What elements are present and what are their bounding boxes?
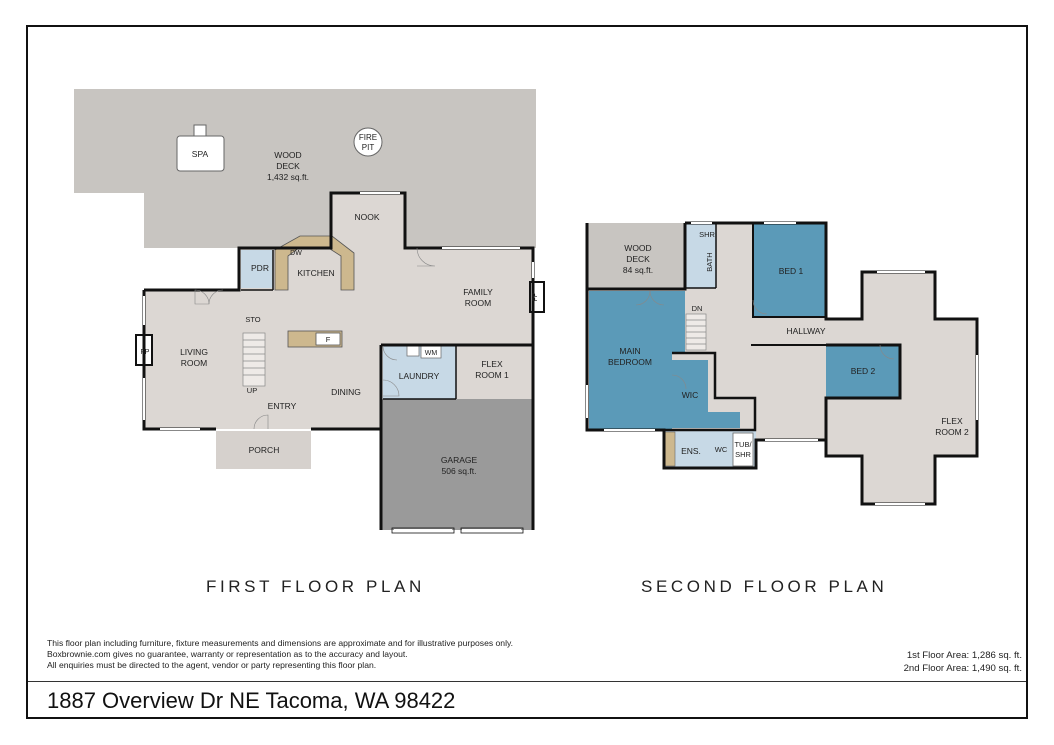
disclaimer: This floor plan including furniture, fix… [47, 638, 513, 671]
first-wood-deck-label: WOOD [274, 150, 301, 160]
second-floor-walls [585, 221, 979, 506]
fire-pit [353, 127, 383, 157]
living-room-label-2: ROOM [181, 358, 207, 368]
hallway-label: HALLWAY [786, 326, 825, 336]
first-floor-plan-title: FIRST FLOOR PLAN [206, 577, 425, 596]
flex-room-1-label-2: ROOM 1 [475, 370, 509, 380]
bath-area [686, 224, 716, 288]
page-frame [26, 25, 1028, 719]
fire-pit-label-2: PIT [362, 143, 375, 152]
wic-label: WIC [682, 390, 699, 400]
flex-room-1-label: FLEX [481, 359, 503, 369]
fridge-label: F [326, 335, 331, 344]
wm-label: WM [425, 350, 438, 357]
pdr-area [241, 250, 273, 288]
second-floor-windows [586, 222, 978, 505]
main-bedroom-area [589, 291, 685, 430]
living-room-label: LIVING [180, 347, 208, 357]
bed-2-area [826, 345, 900, 398]
second-wood-deck-area-label: 84 sq.ft. [623, 265, 653, 275]
second-wood-deck-label: WOOD [624, 243, 651, 253]
shr-label: SHR [699, 230, 715, 239]
first-floor-area-text: 1st Floor Area: 1,286 sq. ft. [906, 650, 1022, 661]
fridge [315, 332, 341, 346]
bath-label: BATH [705, 252, 714, 271]
dw-label: DW [290, 250, 302, 257]
spa-label: SPA [192, 149, 209, 159]
first-floor-windows [143, 192, 534, 531]
tub-shr-label: TUB/ [734, 440, 752, 449]
second-wood-deck-label-2: DECK [626, 254, 650, 264]
dn-label: DN [692, 304, 703, 313]
main-bedroom-label: MAIN [619, 346, 640, 356]
garage-area [381, 399, 533, 530]
bed-1-area [753, 224, 826, 317]
pdr-label: PDR [251, 263, 269, 273]
property-address: 1887 Overview Dr NE Tacoma, WA 98422 [47, 688, 456, 713]
nook-label: NOOK [354, 212, 379, 222]
sto-label: STO [245, 315, 260, 324]
flex-room-2-label: FLEX [941, 416, 963, 426]
kitchen-label: KITCHEN [297, 268, 334, 278]
floor-area-summary: 1st Floor Area: 1,286 sq. ft. 2nd Floor … [904, 649, 1022, 675]
garage-area-label: 506 sq.ft. [442, 466, 477, 476]
bed-2-label: BED 2 [851, 366, 876, 376]
garage-label: GARAGE [441, 455, 478, 465]
family-room-label-2: ROOM [465, 298, 491, 308]
disclaimer-line-2: Boxbrownie.com gives no guarantee, warra… [47, 649, 408, 659]
laundry-label: LAUNDRY [399, 371, 440, 381]
porch-label: PORCH [249, 445, 280, 455]
wic-area [672, 360, 740, 428]
fp-right-label: FP [532, 292, 539, 301]
wc-label: WC [715, 445, 728, 454]
up-label: UP [247, 386, 257, 395]
second-stairs [685, 313, 707, 351]
first-wood-deck-area [74, 89, 536, 248]
family-room-label: FAMILY [463, 287, 493, 297]
entry-label: ENTRY [268, 401, 297, 411]
first-wood-deck-area-label: 1,432 sq.ft. [267, 172, 309, 182]
disclaimer-line-3: All enquiries must be directed to the ag… [47, 660, 377, 670]
flex-room-2-label-2: ROOM 2 [935, 427, 969, 437]
dining-label: DINING [331, 387, 361, 397]
second-floor-plan-title: SECOND FLOOR PLAN [641, 577, 888, 596]
laundry-area [383, 346, 456, 399]
footer-divider [28, 681, 1026, 682]
fp-left-label: FP [141, 349, 150, 356]
main-bedroom-label-2: BEDROOM [608, 357, 652, 367]
fire-pit-label: FIRE [359, 133, 377, 142]
first-wood-deck-label-2: DECK [276, 161, 300, 171]
second-wood-deck-area [587, 223, 685, 289]
disclaimer-line-1: This floor plan including furniture, fix… [47, 638, 514, 648]
ens-label: ENS. [681, 446, 701, 456]
first-stairs [242, 332, 266, 387]
second-floor-area-text: 2nd Floor Area: 1,490 sq. ft. [903, 663, 1022, 674]
svg-text:TUB/SHR: TUB/SHR [734, 440, 752, 459]
bed-1-label: BED 1 [779, 266, 804, 276]
porch-area [216, 431, 311, 469]
flex-room-1-area [456, 346, 533, 399]
tub-shr-label-2: SHR [735, 450, 751, 459]
tub [732, 432, 754, 467]
